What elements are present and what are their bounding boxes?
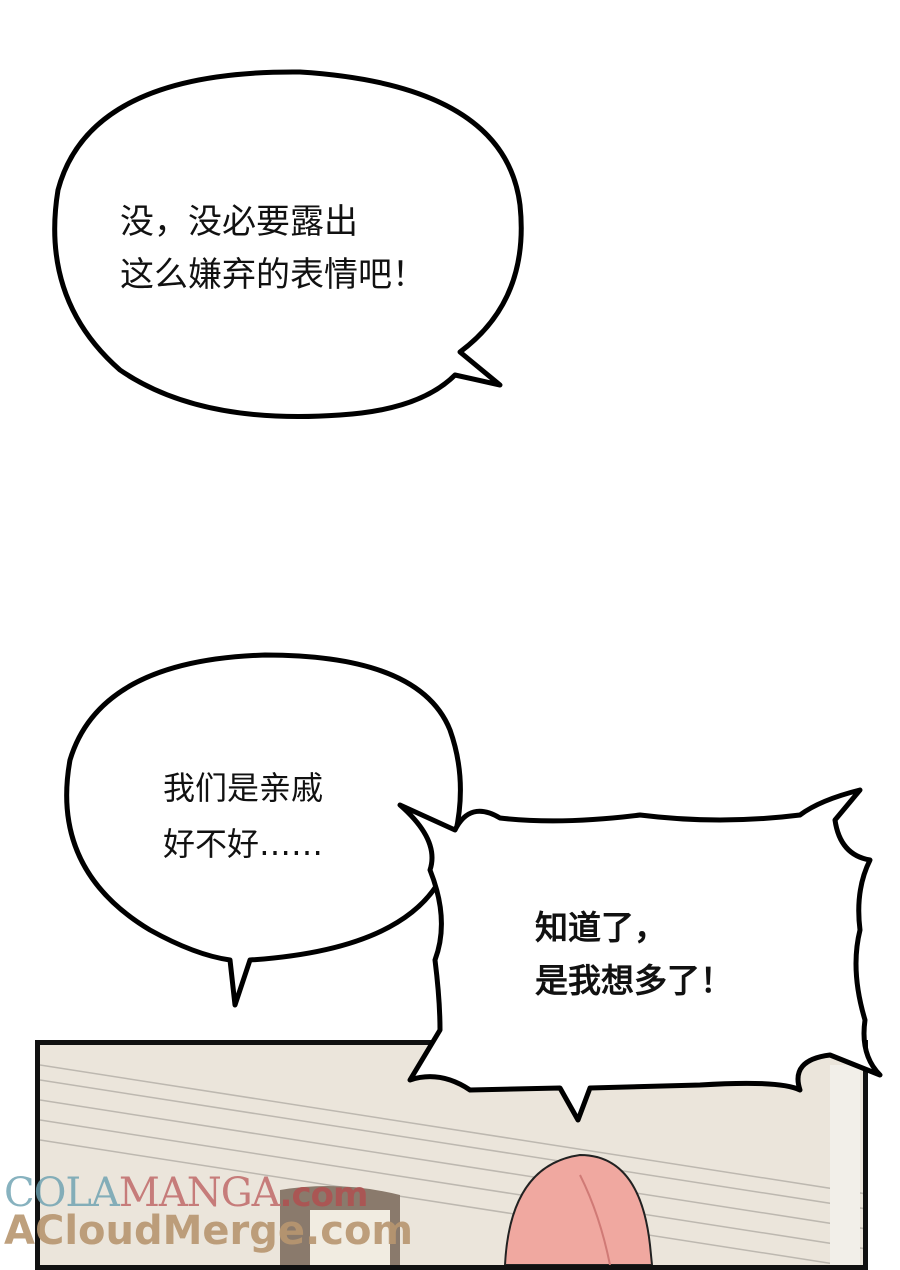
speech-bubble-2-text: 我们是亲戚好不好…… <box>163 760 323 872</box>
watermark-colamanga: COLAMANGA.com <box>4 1162 369 1224</box>
shout-bubble <box>397 787 883 1123</box>
dialogue-line: 知道了， <box>535 908 667 947</box>
panel-art <box>40 1064 863 1265</box>
shout-bubble-text: 知道了， 是我想多了！ <box>535 902 733 1008</box>
dialogue-line: 是我想多了！ <box>535 960 733 1000</box>
dialogue-line: 好不好…… <box>163 825 324 863</box>
speech-bubble-1-text: 没，没必要露出这么嫌弃的表情吧！ <box>120 196 426 301</box>
watermark-part: .com <box>279 1175 369 1215</box>
watermark-acloudmerge: ACloudMerge.com <box>4 1208 414 1254</box>
watermark-part: COLA <box>4 1170 120 1216</box>
dialogue-line: 没，没必要露出 <box>120 202 358 242</box>
dialogue-line: 我们是亲戚 <box>163 769 324 807</box>
watermark-part: MANGA <box>118 1170 281 1216</box>
dialogue-line: 这么嫌弃的表情吧！ <box>120 254 426 295</box>
speech-bubble-1 <box>52 69 524 419</box>
